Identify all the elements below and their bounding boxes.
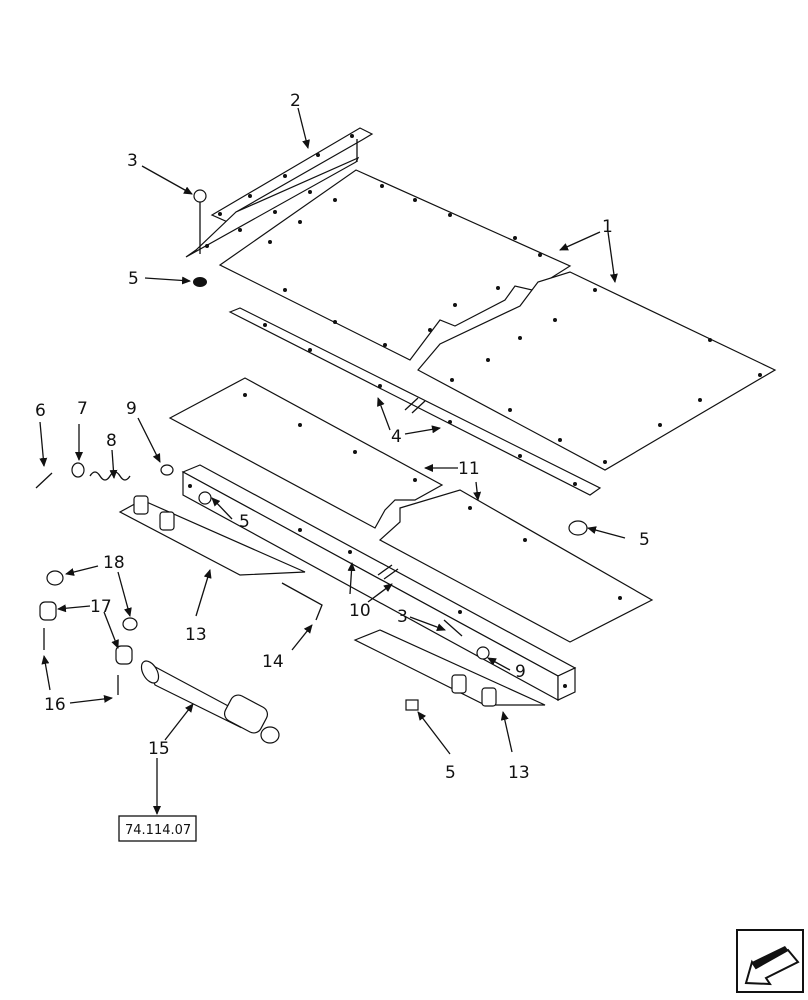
callout-3: 3 <box>397 607 408 627</box>
callout-5: 5 <box>639 530 650 550</box>
callout-4: 4 <box>391 427 402 447</box>
callout-10: 10 <box>349 601 371 621</box>
beam-part-10 <box>181 464 577 702</box>
panel-part-11 <box>168 377 654 643</box>
callout-5: 5 <box>239 512 250 532</box>
callout-7: 7 <box>77 399 88 419</box>
callout-9: 9 <box>515 662 526 682</box>
callout-18: 18 <box>103 553 125 573</box>
callout-6: 6 <box>35 401 46 421</box>
reference-box-label: 74.114.07 <box>125 823 191 838</box>
reference-box[interactable]: 74.114.07 <box>118 815 197 842</box>
rod-part-14 <box>281 582 323 621</box>
callout-2: 2 <box>290 91 301 111</box>
callout-17: 17 <box>90 597 112 617</box>
callout-11: 11 <box>458 459 480 479</box>
hardware-parts <box>35 189 588 711</box>
strip-part-2 <box>185 127 374 258</box>
callout-13: 13 <box>508 763 530 783</box>
floor-panel-part-1 <box>218 169 777 471</box>
callout-1: 1 <box>602 217 613 237</box>
bracket-part-13-right <box>353 629 546 707</box>
next-page-arrow-icon[interactable] <box>736 929 804 993</box>
callout-14: 14 <box>262 652 284 672</box>
callout-5: 5 <box>128 269 139 289</box>
roller-part-15 <box>140 660 280 744</box>
callout-8: 8 <box>106 431 117 451</box>
callout-9: 9 <box>126 399 137 419</box>
strip-part-4 <box>228 307 602 496</box>
callout-3: 3 <box>127 151 138 171</box>
callout-15: 15 <box>148 739 170 759</box>
leader-arrows <box>39 107 626 815</box>
callout-5: 5 <box>445 763 456 783</box>
bracket-part-13-left <box>118 495 306 576</box>
callout-13: 13 <box>185 625 207 645</box>
callout-16: 16 <box>44 695 66 715</box>
